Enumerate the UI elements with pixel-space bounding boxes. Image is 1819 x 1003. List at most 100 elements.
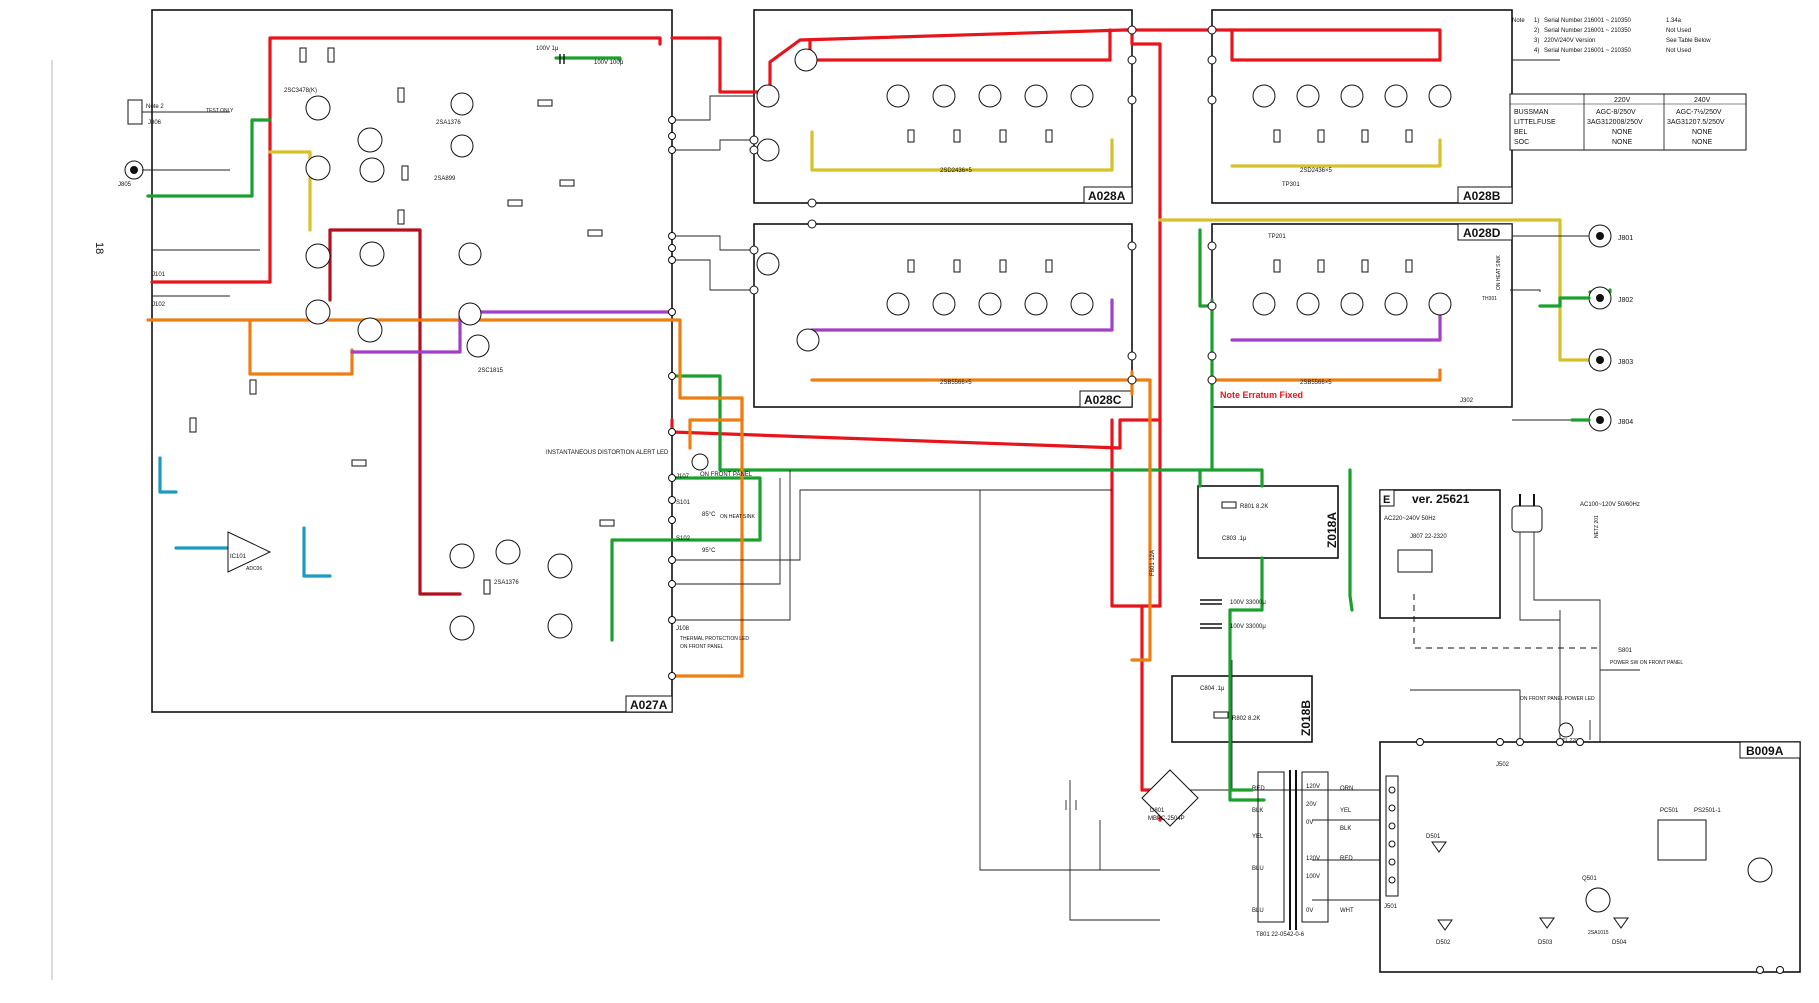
on-front-panel-label-1: ON FRONT PANEL [700,472,753,478]
version-spec: AC220~240V 50Hz [1384,516,1436,522]
fuse-r2-c2: 3AG312008/250V [1587,119,1643,126]
jack-j806-label: J806 [148,120,162,126]
on-heat-sink-2-label: ON HEAT SINK [1496,255,1502,290]
jack-j802-label: J802 [1618,297,1633,304]
board-b009a-outline [1379,741,1801,973]
ic101-label: IC101 [230,554,247,560]
volt-3: 120V [1306,856,1320,862]
power-led-label: ON FRONT PANEL POWER LED [1520,696,1595,702]
note-4-num: 4) [1534,48,1539,54]
j101-label: J101 [152,272,166,278]
fuse-col-240: 240V [1694,97,1711,104]
a028a-device-string: 2SD2436×5 [940,168,973,174]
note-2-label: Note 2 [146,104,164,110]
tap-right-1: YEL [1340,808,1352,814]
label-b009a: B009A [1746,744,1784,758]
volt-2: 0V [1306,820,1313,826]
q103-label: 2SC3478(K) [284,88,317,94]
page-number: 18 [93,242,105,254]
on-front-panel-label-2: ON FRONT PANEL [680,644,724,650]
tap-left-3: BLU [1252,866,1264,872]
tap-right-4: WHT [1340,908,1354,914]
black-wires [152,59,1640,921]
mains-dashed-link [1413,594,1600,649]
b009a-internals: J501 J502 Q501 2SA1015 PC501 PS2501-1 D5… [1384,648,1784,974]
d503-label: D503 [1538,940,1553,946]
a028b-device-string: 2SD2436×5 [1300,168,1333,174]
r802-label: R802 8.2K [1232,716,1260,722]
q111-label: 2SA1376 [436,120,461,126]
q117-label: 2SA1376 [494,580,519,586]
transformer-ref: T801 22-0542-0-6 [1256,932,1305,938]
d501-label: D501 [1426,834,1441,840]
fuse-r4-c1: SOC [1514,139,1529,146]
volt-4: 100V [1306,874,1320,880]
version-e-box [1379,489,1501,619]
distortion-led-label: INSTANTANEOUS DISTORTION ALERT LED [546,450,669,456]
board-z018b-outline [1171,675,1313,743]
volt-5: 0V [1306,908,1313,914]
fuse-r2-c1: LITTELFUSE [1514,119,1556,126]
tap-right-0: ORN [1340,786,1353,792]
q115-label: 2SC1815 [478,368,504,374]
label-a028d: A028D [1463,226,1501,240]
s801-label: S801 [1618,648,1633,654]
fuse-r3-c1: BEL [1514,129,1527,136]
on-heat-sink-label: ON HEAT SINK [720,514,755,520]
note-2-num: 2) [1534,28,1539,34]
c116-label: 100V 100μ [594,60,624,66]
volt-1: 20V [1306,802,1317,808]
jack-j805-label: J805 [118,182,132,188]
fuse-col-220: 220V [1614,97,1631,104]
tap-left-0: RED [1252,786,1265,792]
output-board-transistors: 2SD2436×5 2SD2436×5 TP301 2SB5566×5 2SB5… [749,25,1502,404]
label-z018a: Z018A [1325,512,1339,548]
board-z018a-outline [1197,485,1339,559]
led-d501-label: LTL 220 A [1560,738,1583,744]
mains-label: AC100~120V 50/60Hz [1580,502,1640,508]
j302-label: J302 [1460,398,1474,404]
label-a027a: A027A [630,698,668,712]
a027a-internals: Note 2 J806 J805 TEST ONLY J101 J102 2SC… [118,46,818,680]
c112-label: 100V 1μ [536,46,559,52]
board-a028b-outline [1211,9,1513,204]
label-z018b: Z018B [1299,700,1313,736]
note-3-text: 220V/240V Version [1544,38,1595,44]
c801-label: 100V 33000μ [1230,600,1266,606]
d502-label: D502 [1436,940,1451,946]
note-3-value: See Table Below [1666,38,1711,44]
note-4-text: Serial Number 216001 ~ 210350 [1544,48,1632,54]
jack-j804-label: J804 [1618,419,1633,426]
bridge-part: MBPC-2504P [1148,816,1185,822]
board-a028a-outline [753,9,1133,204]
erratum-note: Note Erratum Fixed [1220,390,1303,400]
red-rail-wires [150,28,1442,822]
fuse-r4-c2: NONE [1612,139,1633,146]
note-block: Note 1) Serial Number 216001 ~ 210350 1.… [1512,18,1711,54]
version-letter: E [1383,494,1390,506]
c804-label: C804 .1μ [1200,686,1225,692]
version-number: ver. 25621 [1412,492,1470,506]
tap-right-3: RED [1340,856,1353,862]
j108-label: J108 [676,626,690,632]
orange-wires [146,318,1442,678]
note-1-text: Serial Number 216001 ~ 210350 [1544,18,1632,24]
board-a028c-outline [753,223,1133,408]
version-box: E ver. 25621 AC220~240V 50Hz J807 22-232… [1379,489,1470,573]
volt-0: 120V [1306,784,1320,790]
temp-95-label: 95°C [702,548,716,554]
tap-left-2: YEL [1252,834,1264,840]
note-1-num: 1) [1534,18,1539,24]
fuse-r2-c3: 3AG31207.5/250V [1667,119,1725,126]
note-header: Note [1512,18,1525,24]
q113-label: 2SA899 [434,176,456,182]
temp-85-label: 85°C [702,512,716,518]
j502-label: J502 [1496,762,1510,768]
note-2-text: Serial Number 216001 ~ 210350 [1544,28,1632,34]
label-a028c: A028C [1084,393,1122,407]
speaker-output-jacks: J801 J802 J803 J804 [1512,224,1633,432]
power-supply-primary: D801 MBPC-2504P RED BLK YEL BLU BLU ORN … [1065,769,1354,938]
mains-ref: NETZ 201 [1594,515,1600,538]
jack-j801-label: J801 [1618,235,1633,242]
board-a027a-outline [151,9,673,713]
